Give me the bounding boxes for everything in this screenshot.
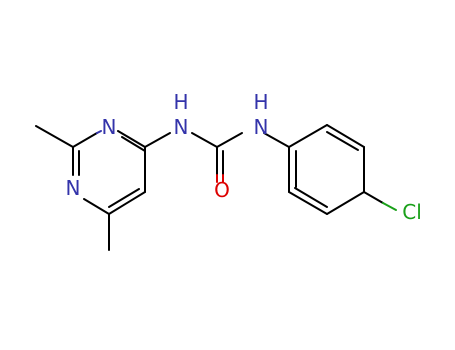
amine-n-right: N bbox=[254, 115, 269, 139]
ring-nitrogen-top: N bbox=[102, 115, 117, 139]
bond-nh2-ph bbox=[263, 132, 290, 148]
bond-c-cl-green bbox=[382, 202, 397, 211]
amine-h-left: H bbox=[173, 90, 188, 114]
bond-ph-2-double bbox=[326, 131, 359, 151]
bond-c6-n1 bbox=[83, 198, 110, 215]
bond-c-cl bbox=[363, 191, 384, 204]
bond-ph-1 bbox=[288, 124, 328, 148]
ring-nitrogen-bottom: N bbox=[66, 176, 81, 200]
bond-methyl-top bbox=[35, 125, 74, 148]
bond-c-nh2 bbox=[216, 132, 243, 148]
bond-ph-2 bbox=[326, 124, 365, 148]
bond-c2-n3-n bbox=[96, 130, 102, 134]
bond-c2-n3 bbox=[72, 132, 98, 148]
atom-labels: N N H N H N O Cl bbox=[66, 90, 422, 224]
carbonyl-oxygen: O bbox=[214, 178, 230, 202]
bond-c5-c6-double bbox=[108, 188, 140, 208]
bond-c4-nh bbox=[144, 132, 171, 148]
chlorine-atom: Cl bbox=[402, 200, 422, 224]
amine-n-left: N bbox=[174, 115, 189, 139]
bond-ph-5 bbox=[288, 191, 328, 215]
bond-n3-c4 bbox=[117, 130, 146, 148]
bonds bbox=[35, 124, 397, 251]
bond-c5-c6 bbox=[108, 191, 146, 215]
bond-ph-4 bbox=[326, 191, 365, 215]
bond-n3-c4-double bbox=[121, 136, 146, 152]
bond-ph-5-double bbox=[294, 187, 328, 208]
bond-nh-c bbox=[191, 132, 218, 148]
amine-h-right: H bbox=[253, 90, 268, 114]
